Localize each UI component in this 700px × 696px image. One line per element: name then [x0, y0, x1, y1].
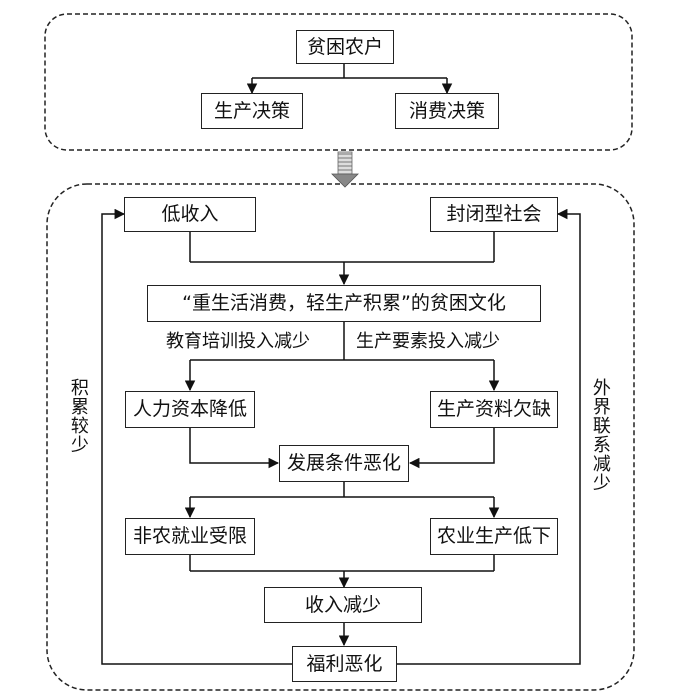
node-poverty-culture: “重生活消费，轻生产积累”的贫困文化 [147, 285, 541, 322]
label-education-training: 教育培训投入减少 [166, 331, 310, 352]
node-income-decrease: 收入减少 [264, 587, 422, 623]
label-less-external-contact: 外界联系减少 [589, 378, 611, 492]
node-agricultural-production: 农业生产低下 [430, 518, 558, 555]
node-closed-society: 封闭型社会 [430, 197, 558, 232]
node-production-means-label: 生产资料欠缺 [436, 398, 551, 420]
node-welfare-deterioration-label: 福利恶化 [306, 652, 383, 675]
node-production-means: 生产资料欠缺 [430, 391, 558, 428]
node-closed-society-label: 封闭型社会 [446, 203, 542, 225]
node-low-income-label: 低收入 [161, 203, 219, 225]
top-tree-connectors [246, 64, 453, 95]
node-consumption-decision-label: 消费决策 [408, 99, 485, 122]
group-transition-arrow [331, 151, 359, 188]
node-development-conditions: 发展条件恶化 [279, 445, 409, 482]
node-low-income: 低收入 [124, 197, 256, 232]
node-welfare-deterioration: 福利恶化 [292, 646, 397, 682]
label-less-accumulation: 积累较少 [67, 378, 89, 454]
node-human-capital-label: 人力资本降低 [132, 398, 247, 420]
label-production-factors: 生产要素投入减少 [356, 331, 500, 352]
node-human-capital: 人力资本降低 [125, 391, 255, 428]
main-group-outline [46, 183, 635, 691]
node-production-decision-label: 生产决策 [213, 99, 290, 122]
node-poverty-culture-label: “重生活消费，轻生产积累”的贫困文化 [182, 292, 506, 314]
main-connectors [101, 208, 581, 665]
node-nonfarm-employment: 非农就业受限 [125, 518, 255, 555]
node-income-decrease-label: 收入减少 [304, 593, 381, 616]
node-consumption-decision: 消费决策 [395, 93, 499, 129]
node-poor-farmers: 贫困农户 [296, 30, 394, 64]
node-development-conditions-label: 发展条件恶化 [286, 452, 401, 474]
node-poor-farmers-label: 贫困农户 [306, 35, 383, 58]
node-production-decision: 生产决策 [201, 93, 303, 129]
node-nonfarm-employment-label: 非农就业受限 [132, 525, 247, 547]
node-agricultural-production-label: 农业生产低下 [436, 525, 551, 547]
